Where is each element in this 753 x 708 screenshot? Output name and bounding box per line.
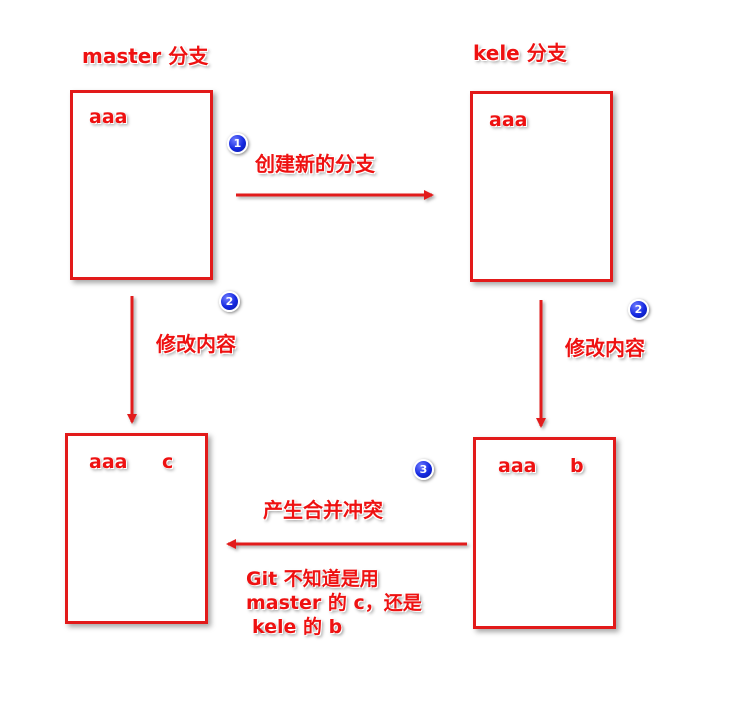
kele-bottom-change: b xyxy=(570,455,584,477)
master-top-content: aaa xyxy=(89,106,128,128)
conflict-note: Git 不知道是用 master 的 c，还是 kele 的 b xyxy=(246,567,422,639)
step-1-badge: 1 xyxy=(227,133,248,154)
master-bottom-box: aaa c xyxy=(65,433,208,624)
kele-branch-title: kele 分支 xyxy=(473,41,567,65)
conflict-note-line-1: Git 不知道是用 xyxy=(246,568,379,590)
master-top-box: aaa xyxy=(70,90,213,280)
step-2-left-badge: 2 xyxy=(219,291,240,312)
conflict-note-line-2: master 的 c，还是 xyxy=(246,592,422,614)
modify-left-label: 修改内容 xyxy=(156,332,236,356)
master-bottom-change: c xyxy=(162,451,174,473)
create-branch-label: 创建新的分支 xyxy=(255,152,375,176)
kele-bottom-box: aaa b xyxy=(473,437,616,629)
kele-top-box: aaa xyxy=(470,91,613,282)
step-3-badge: 3 xyxy=(413,459,434,480)
master-branch-title: master 分支 xyxy=(82,44,209,68)
master-bottom-content: aaa xyxy=(89,451,128,473)
merge-conflict-label: 产生合并冲突 xyxy=(263,498,383,522)
step-2-right-badge: 2 xyxy=(628,299,649,320)
kele-bottom-content: aaa xyxy=(498,455,537,477)
kele-top-content: aaa xyxy=(489,109,528,131)
conflict-note-line-3: kele 的 b xyxy=(252,616,343,638)
modify-right-label: 修改内容 xyxy=(565,336,645,360)
